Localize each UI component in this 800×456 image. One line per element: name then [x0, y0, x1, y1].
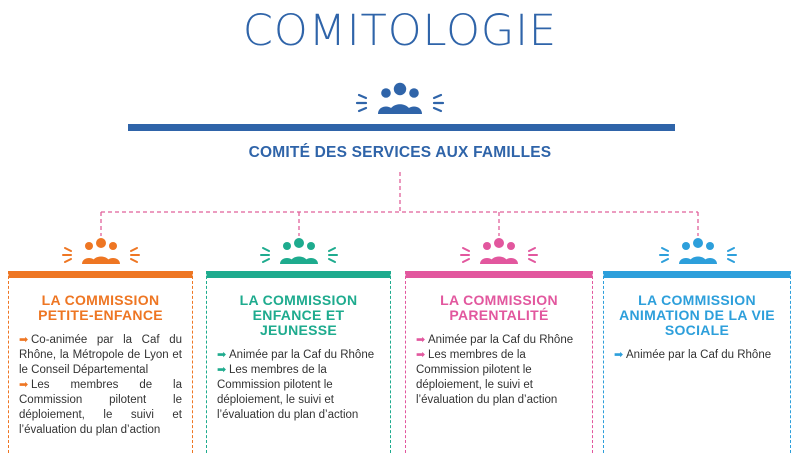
group-icon	[652, 236, 744, 271]
commission-card-petite-enfance: LA COMMISSION PETITE-ENFANCE ➡Co-animée …	[8, 271, 193, 453]
arrow-right-icon: ➡	[217, 349, 227, 361]
list-item-text: Animée par la Caf du Rhône	[626, 349, 772, 361]
commission-title: LA COMMISSION PETITE-ENFANCE	[38, 292, 163, 323]
commission-details: ➡Animée par la Caf du Rhône	[604, 348, 790, 363]
commission-details: ➡Animée par la Caf du Rhône ➡Les membres…	[207, 348, 390, 423]
committee-title: COMITÉ DES SERVICES AUX FAMILLES	[248, 144, 552, 161]
arrow-right-icon: ➡	[614, 349, 624, 361]
group-icon	[354, 80, 446, 123]
list-item: ➡Les membres de la Commission pilotent l…	[416, 348, 582, 408]
list-item: ➡Animée par la Caf du Rhône	[217, 348, 380, 363]
group-icon	[55, 236, 147, 271]
commission-card-vie-sociale: LA COMMISSION ANIMATION DE LA VIE SOCIAL…	[603, 271, 791, 453]
page-title: COMITOLOGIE	[242, 6, 558, 56]
list-item-text: Co-animée par la Caf du Rhône, la Métrop…	[19, 334, 182, 376]
arrow-right-icon: ➡	[217, 364, 227, 376]
list-item: ➡Co-animée par la Caf du Rhône, la Métro…	[19, 333, 182, 378]
commission-card-parentalite: LA COMMISSION PARENTALITÉ ➡Animée par la…	[405, 271, 593, 453]
list-item: ➡Les membres de la Commission pilotent l…	[19, 378, 182, 438]
list-item-text: Les membres de la Commission pilotent le…	[416, 349, 558, 406]
commission-details: ➡Co-animée par la Caf du Rhône, la Métro…	[9, 333, 192, 438]
commission-card-enfance-jeunesse: LA COMMISSION ENFANCE ET JEUNESSE ➡Animé…	[206, 271, 391, 453]
arrow-right-icon: ➡	[19, 379, 29, 391]
list-item: ➡Animée par la Caf du Rhône	[614, 348, 780, 363]
group-icon	[453, 236, 545, 271]
arrow-right-icon: ➡	[416, 334, 426, 346]
list-item: ➡Animée par la Caf du Rhône	[416, 333, 582, 348]
group-icon	[253, 236, 345, 271]
arrow-right-icon: ➡	[416, 349, 426, 361]
commission-title: LA COMMISSION PARENTALITÉ	[440, 292, 558, 323]
arrow-right-icon: ➡	[19, 334, 29, 346]
list-item-text: Animée par la Caf du Rhône	[428, 334, 574, 346]
commission-title: LA COMMISSION ENFANCE ET JEUNESSE	[239, 292, 358, 338]
commission-details: ➡Animée par la Caf du Rhône ➡Les membres…	[406, 333, 592, 408]
list-item: ➡Les membres de la Commission pilotent l…	[217, 363, 380, 423]
commission-title: LA COMMISSION ANIMATION DE LA VIE SOCIAL…	[619, 292, 775, 338]
top-divider-bar	[128, 124, 675, 131]
list-item-text: Animée par la Caf du Rhône	[229, 349, 375, 361]
list-item-text: Les membres de la Commission pilotent le…	[19, 379, 182, 436]
list-item-text: Les membres de la Commission pilotent le…	[217, 364, 359, 421]
